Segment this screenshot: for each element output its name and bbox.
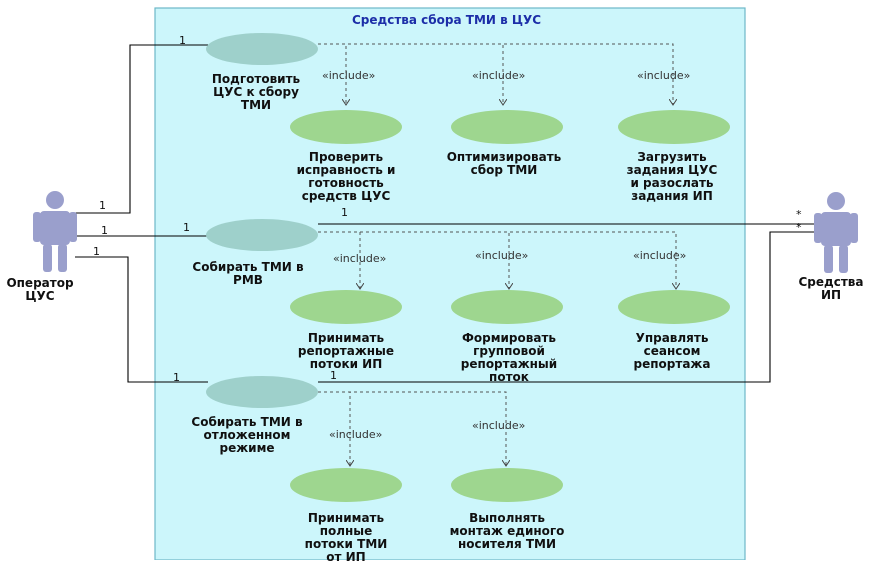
usecase-check-ellipse[interactable]: [290, 110, 402, 144]
multiplicity-label: 1: [179, 34, 186, 47]
include-label: «include»: [472, 69, 526, 82]
usecase-receive-reports-label: Принимать репортажные потоки ИП: [297, 331, 395, 371]
usecase-manage-sessions-ellipse[interactable]: [618, 290, 730, 324]
operator-associations: [75, 44, 208, 383]
actor-ip-tools-name: Средства ИП: [798, 275, 864, 302]
include-prepare-upload: [318, 43, 673, 104]
usecase-mount-carrier-ellipse[interactable]: [451, 468, 563, 502]
actor-operator-name: Оператор ЦУС: [6, 276, 74, 303]
usecase-collect-deferred-ellipse[interactable]: [206, 376, 318, 408]
usecase-mount-carrier-label: Выполнять монтаж единого носителя ТМИ: [449, 511, 565, 551]
association-operator-collect-deferred: [75, 256, 208, 383]
include-label: «include»: [637, 69, 691, 82]
actor-operator-icon[interactable]: [33, 191, 77, 272]
usecase-form-group-label: Формировать групповой репортажный поток: [460, 331, 558, 384]
usecase-form-group-ellipse[interactable]: [451, 290, 563, 324]
include-label: «include»: [475, 249, 529, 262]
multiplicity-label: *: [796, 221, 802, 234]
system-title: Средства сбора ТМИ в ЦУС: [352, 13, 542, 27]
usecase-optimize-label: Оптимизировать сбор ТМИ: [446, 150, 562, 177]
multiplicity-label: 1: [183, 221, 190, 234]
usecase-collect-deferred-label: Собирать ТМИ в отложенном режиме: [191, 415, 303, 455]
include-prepare-check: [318, 43, 346, 104]
ip-associations: [318, 223, 818, 383]
include-deferred-mount: [318, 391, 506, 465]
usecase-receive-full-ellipse[interactable]: [290, 468, 402, 502]
usecase-optimize-ellipse[interactable]: [451, 110, 563, 144]
include-label: «include»: [633, 249, 687, 262]
usecase-collect-rmv-ellipse[interactable]: [206, 219, 318, 251]
association-ip-collect-deferred: [318, 231, 818, 383]
usecase-collect-rmv-label: Собирать ТМИ в РМВ: [192, 260, 304, 287]
multiplicity-label: 1: [99, 199, 106, 212]
usecase-check-label: Проверить исправность и готовность средс…: [296, 150, 396, 203]
usecase-prepare-label: Подготовить ЦУС к сбору ТМИ: [211, 72, 301, 112]
multiplicity-label: 1: [101, 224, 108, 237]
multiplicity-label: 1: [93, 245, 100, 258]
usecase-receive-full-label: Принимать полные потоки ТМИ от ИП: [304, 511, 388, 564]
multiplicity-label: 1: [330, 369, 337, 382]
include-label: «include»: [322, 69, 376, 82]
system-boundary: [154, 7, 746, 560]
include-label: «include»: [333, 252, 387, 265]
multiplicity-label: 1: [341, 206, 348, 219]
usecase-receive-reports-ellipse[interactable]: [290, 290, 402, 324]
usecase-upload-label: Загрузить задания ЦУС и разослать задани…: [626, 150, 718, 203]
usecase-manage-sessions-label: Управлять сеансом репортажа: [633, 331, 711, 371]
multiplicity-label: 1: [173, 371, 180, 384]
usecase-upload-ellipse[interactable]: [618, 110, 730, 144]
primary-use-cases: [206, 33, 318, 408]
include-label: «include»: [329, 428, 383, 441]
usecase-prepare-ellipse[interactable]: [206, 33, 318, 65]
include-label: «include»: [472, 419, 526, 432]
actor-ip-tools-icon[interactable]: [814, 192, 858, 273]
included-use-cases: [290, 110, 730, 502]
include-dependencies: [318, 43, 676, 465]
include-rmv-form: [318, 231, 509, 288]
multiplicity-label: *: [796, 208, 802, 221]
association-operator-prepare: [75, 44, 208, 214]
